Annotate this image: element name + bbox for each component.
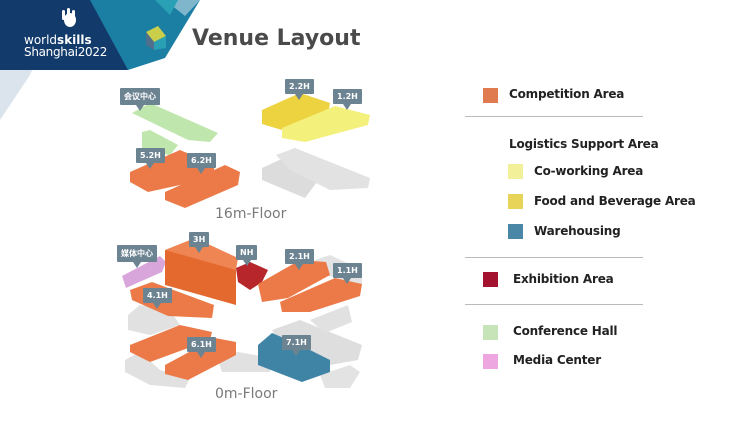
legend-media-center: Media Center: [513, 353, 601, 367]
legend-swatch-warehousing: [508, 224, 523, 239]
page-title: Venue Layout: [192, 26, 361, 51]
legend-exhibition-area: Exhibition Area: [513, 272, 614, 286]
legend-swatch-competition: [483, 88, 498, 103]
legend-logistics-heading: Logistics Support Area: [509, 137, 659, 151]
tag-hall-2-2h[interactable]: 2.2H: [285, 79, 314, 100]
hall-7-1h: [258, 333, 330, 382]
legend-divider: [465, 304, 643, 305]
legend-warehousing: Warehousing: [534, 224, 621, 238]
tag-hall-1-1h[interactable]: 1.1H: [333, 263, 362, 284]
hall-2-1h: [258, 260, 330, 302]
coworking-hall-1-2h: [282, 106, 370, 142]
hall-3h-front: [165, 250, 236, 305]
tag-hall-6-2h[interactable]: 6.2H: [187, 153, 216, 174]
tag-hall-3h[interactable]: 3H: [189, 232, 210, 253]
hall-6-1h-back: [130, 325, 212, 362]
legend-divider: [465, 257, 643, 258]
legend-swatch-media: [483, 354, 498, 369]
tag-hall-1-2h[interactable]: 1.2H: [333, 89, 362, 110]
legend-swatch-coworking: [508, 164, 523, 179]
gray-hall: [276, 148, 370, 190]
legend-divider: [465, 116, 643, 117]
tag-hall-4-1h[interactable]: 4.1H: [143, 288, 172, 309]
legend-swatch-food: [508, 194, 523, 209]
legend-competition-area: Competition Area: [509, 87, 625, 101]
tag-hall-6-1h[interactable]: 6.1H: [187, 337, 216, 358]
worldskills-hand-icon: [62, 8, 76, 27]
tag-conference-center[interactable]: 会议中心: [120, 88, 160, 111]
floor-label-16m: 16m-Floor: [215, 206, 287, 222]
logo-worldskills: worldskills: [24, 33, 92, 47]
worldskills-banner: [0, 0, 200, 120]
floor-16m: [130, 93, 370, 208]
legend-swatch-exhibition: [483, 272, 498, 287]
media-center-block: [122, 256, 166, 288]
gray-hall: [125, 352, 190, 388]
hall-1-1h: [280, 278, 362, 312]
gray-hall: [310, 305, 352, 333]
tag-hall-2-1h[interactable]: 2.1H: [285, 249, 314, 270]
logo-shanghai2022: Shanghai2022: [24, 45, 108, 59]
legend-coworking-area: Co-working Area: [534, 164, 644, 178]
floor-label-0m: 0m-Floor: [215, 386, 278, 402]
tag-hall-5-2h[interactable]: 5.2H: [136, 148, 165, 169]
hall-3h-top: [165, 238, 238, 270]
hall-6-1h: [165, 338, 236, 380]
gray-hall: [272, 320, 362, 365]
legend-conference-hall: Conference Hall: [513, 324, 618, 338]
tag-media-center[interactable]: 媒体中心: [117, 245, 157, 268]
legend-swatch-conference: [483, 325, 498, 340]
conference-hall-block: [132, 103, 218, 142]
hall-6-2h: [165, 165, 240, 208]
food-hall-2-2h: [262, 93, 330, 130]
legend-food-beverage-area: Food and Beverage Area: [534, 194, 696, 208]
tag-hall-nh[interactable]: NH: [236, 245, 258, 266]
gray-hall: [320, 365, 360, 388]
tag-hall-7-1h[interactable]: 7.1H: [282, 335, 311, 356]
